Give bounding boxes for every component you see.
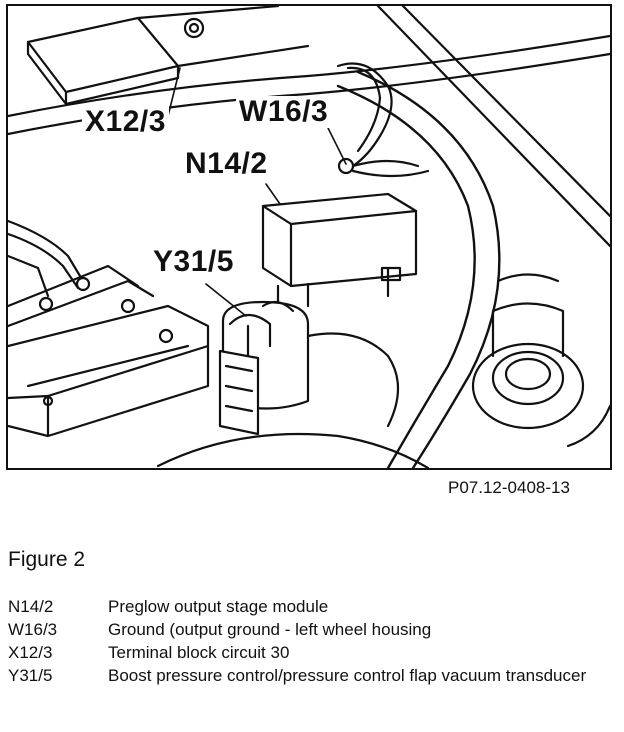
legend-description: Boost pressure control/pressure control …: [108, 666, 587, 685]
legend-description: Ground (output ground - left wheel housi…: [108, 620, 432, 639]
injection-lines: [8, 219, 210, 438]
callout-x12-3: X12/3: [82, 106, 169, 138]
component-legend: N14/2 Preglow output stage module W16/3 …: [8, 595, 618, 687]
legend-item: W16/3 Ground (output ground - left wheel…: [8, 618, 618, 641]
reservoir-cap: [471, 273, 585, 430]
legend-item: Y31/5 Boost pressure control/pressure co…: [8, 664, 618, 687]
legend-description: Terminal block circuit 30: [108, 643, 290, 662]
firewall-line: [8, 34, 610, 118]
preglow-module-n14-2: [261, 192, 418, 308]
callout-w16-3: W16/3: [236, 96, 332, 128]
legend-code: Y31/5: [8, 666, 53, 685]
legend-code: N14/2: [8, 597, 54, 616]
leader-lines: [167, 67, 347, 317]
figure-caption: Figure 2: [8, 548, 86, 571]
legend-item: N14/2 Preglow output stage module: [8, 595, 618, 618]
terminal-block-x12-3: [26, 6, 310, 106]
engine-bay-illustration: X12/3 W16/3 N14/2 Y31/5: [6, 4, 612, 470]
callout-n14-2: N14/2: [182, 148, 271, 180]
legend-description: Preglow output stage module: [108, 597, 329, 616]
figure-reference-code: P07.12-0408-13: [448, 478, 570, 497]
legend-code: W16/3: [8, 620, 58, 639]
legend-item: X12/3 Terminal block circuit 30: [8, 641, 618, 664]
ground-cable-w16-3: [336, 62, 430, 178]
legend-code: X12/3: [8, 643, 53, 662]
callout-y31-5: Y31/5: [150, 246, 237, 278]
vacuum-transducer-y31-5: [218, 300, 310, 436]
fender-edge: [376, 6, 610, 248]
